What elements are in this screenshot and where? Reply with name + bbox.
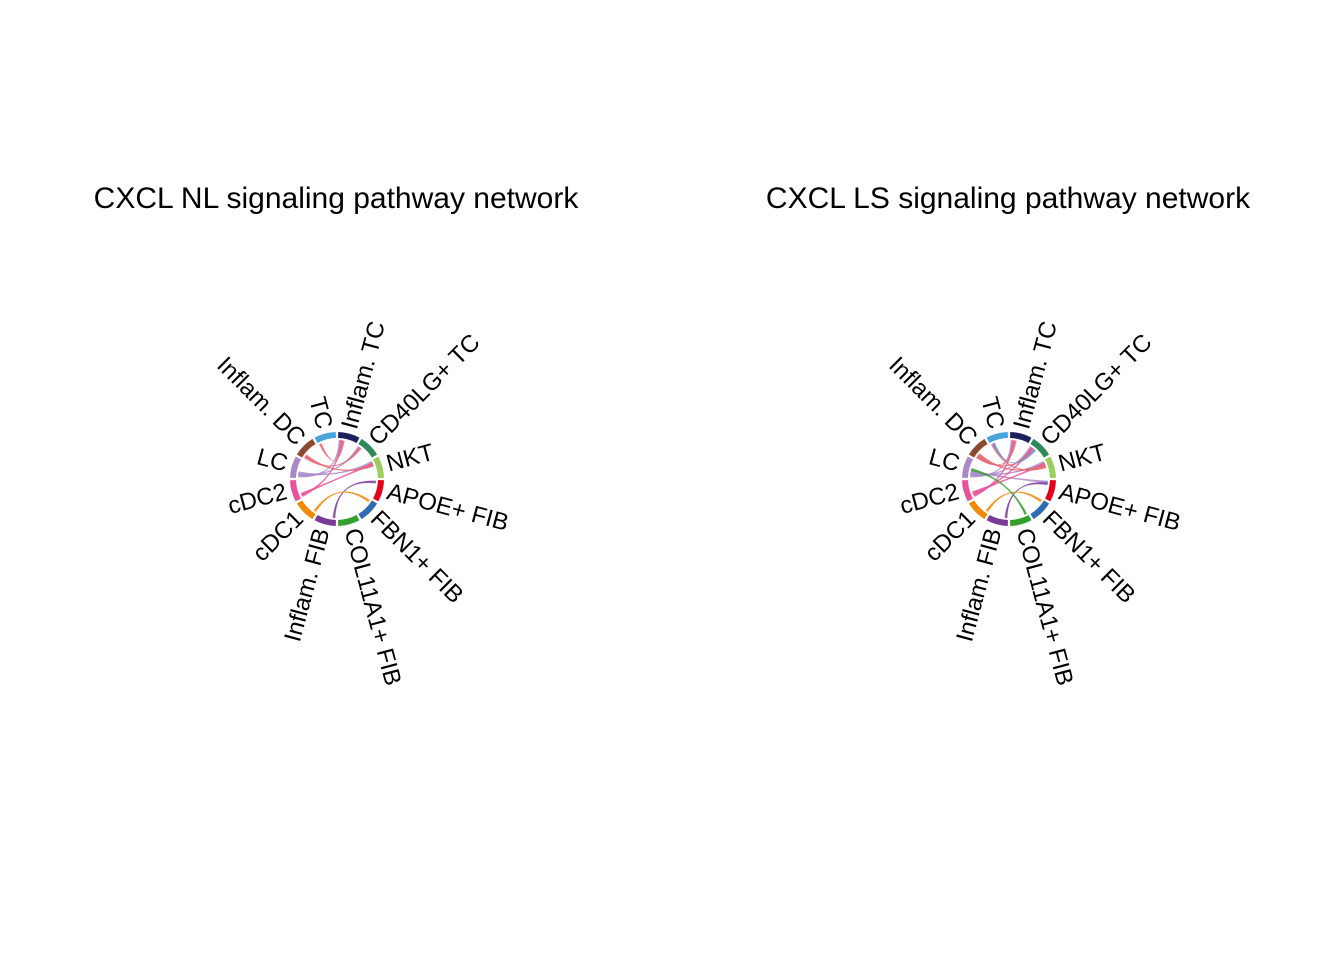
sector-label-tc: TC xyxy=(303,394,337,432)
sector-arc-cdc2 xyxy=(962,480,973,502)
sector-arc-inflam-fib xyxy=(314,515,336,526)
chord-lc-to-nkt xyxy=(298,460,373,476)
sector-arc-nkt xyxy=(373,456,384,478)
chord-tc-to-inflam-tc xyxy=(318,440,345,461)
sector-arc-nkt xyxy=(1045,456,1056,478)
chord-lc-to-apoe-fib xyxy=(970,469,1048,484)
sector-arc-col11a1-fib xyxy=(1010,515,1032,526)
sector-arc-col11a1-fib xyxy=(338,515,360,526)
sector-arc-lc xyxy=(290,456,301,478)
chord-inflam-dc-to-nkt xyxy=(977,453,1046,471)
chord-lc-to-nkt xyxy=(970,460,1045,476)
chord-tc-to-cd40lg-tc xyxy=(992,442,1036,464)
sector-label-lc: LC xyxy=(254,443,291,477)
sector-arc-inflam-tc xyxy=(1010,432,1032,443)
sector-arc-fbn1-fib xyxy=(1030,500,1050,520)
sector-arc-cdc1 xyxy=(296,500,316,520)
sector-arc-tc xyxy=(986,432,1008,443)
sector-arc-inflam-dc xyxy=(968,438,988,458)
sector-arc-inflam-fib xyxy=(986,515,1008,526)
sector-arc-lc xyxy=(962,456,973,478)
panel-ls: CXCL LS signaling pathway network Inflam… xyxy=(766,182,1251,689)
chord-inflam-dc-to-nkt xyxy=(305,454,374,471)
chord-tc-to-nkt xyxy=(990,443,1047,471)
sector-label-nkt: NKT xyxy=(383,439,437,478)
chord-cdc2-to-nkt xyxy=(300,462,374,496)
panel-nl: CXCL NL signaling pathway network Inflam… xyxy=(94,182,580,689)
sector-label-inflam-dc: Inflam. DC xyxy=(211,352,310,451)
sector-label-tc: TC xyxy=(975,394,1009,432)
sector-label-inflam-dc: Inflam. DC xyxy=(883,352,982,451)
sector-label-nkt: NKT xyxy=(1055,439,1109,478)
panel-title-nl: CXCL NL signaling pathway network xyxy=(94,182,580,215)
sector-arc-apoe-fib xyxy=(1045,480,1056,502)
sector-label-lc: LC xyxy=(926,443,963,477)
sector-arc-apoe-fib xyxy=(373,480,384,502)
sector-arc-cdc2 xyxy=(290,480,301,502)
sector-arc-cd40lg-tc xyxy=(1030,438,1050,458)
panel-title-ls: CXCL LS signaling pathway network xyxy=(766,182,1251,215)
sector-arc-inflam-tc xyxy=(338,432,360,443)
sector-arc-tc xyxy=(314,432,336,443)
chord-lc-to-cd40lg-tc xyxy=(298,446,361,476)
sector-arc-fbn1-fib xyxy=(358,500,378,520)
sector-arc-inflam-dc xyxy=(296,438,316,458)
sector-arc-cdc1 xyxy=(968,500,988,520)
sector-arc-cd40lg-tc xyxy=(358,438,378,458)
